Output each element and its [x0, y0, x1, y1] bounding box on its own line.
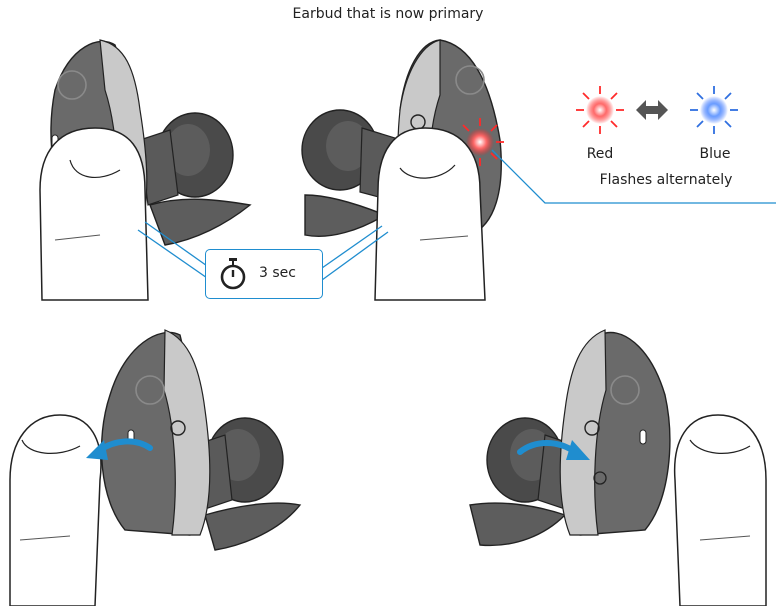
finger-bottom-right [675, 415, 766, 606]
earbud-bottom-right [470, 330, 670, 545]
ear-hook [305, 195, 385, 236]
finger-top-left [40, 128, 148, 300]
blue-label: Blue [690, 146, 740, 162]
double-arrow-icon [636, 100, 668, 120]
ear-hook [150, 199, 250, 245]
page-title: Earbud that is now primary [0, 6, 776, 22]
finger-top-right [375, 128, 485, 300]
mic-slot [640, 430, 646, 444]
flash-status-label: Flashes alternately [578, 172, 754, 188]
ear-hook [205, 503, 300, 550]
stopwatch-icon [218, 257, 248, 291]
legend-blue-icon [690, 86, 738, 134]
legend-red-icon [576, 86, 624, 134]
ear-hook [470, 503, 565, 545]
red-label: Red [578, 146, 622, 162]
timer-label: 3 sec [259, 265, 296, 281]
